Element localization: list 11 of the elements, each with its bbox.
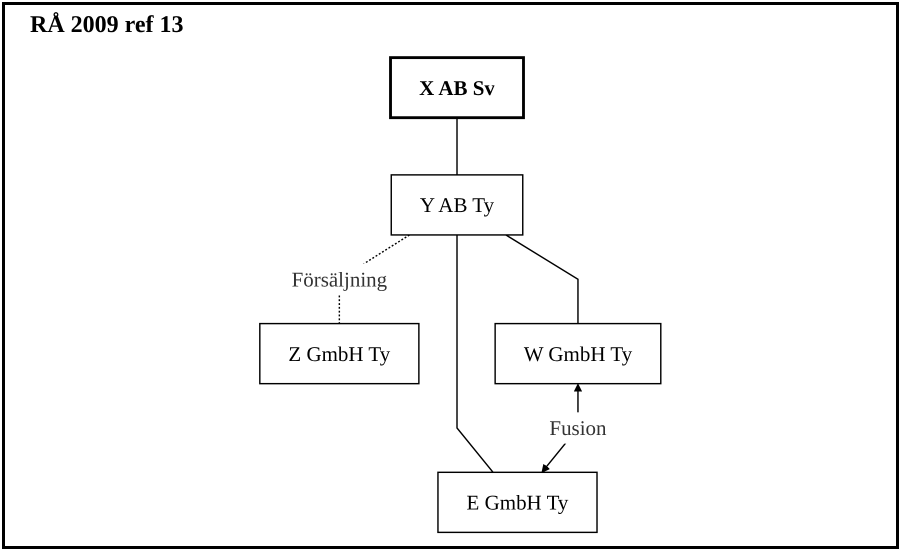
node-box: W GmbH Ty	[494, 322, 662, 384]
connector	[505, 234, 578, 324]
edge-label: Fusion	[549, 416, 606, 440]
connector	[456, 234, 494, 473]
edge-label: Försäljning	[291, 267, 387, 292]
node-box: X AB Sv	[388, 56, 525, 120]
node-box: E GmbH Ty	[436, 472, 598, 534]
title: RÅ 2009 ref 13	[30, 12, 184, 39]
connector	[456, 118, 458, 175]
node-box: Z GmbH Ty	[258, 322, 420, 384]
node-box: Y AB Ty	[390, 174, 524, 236]
